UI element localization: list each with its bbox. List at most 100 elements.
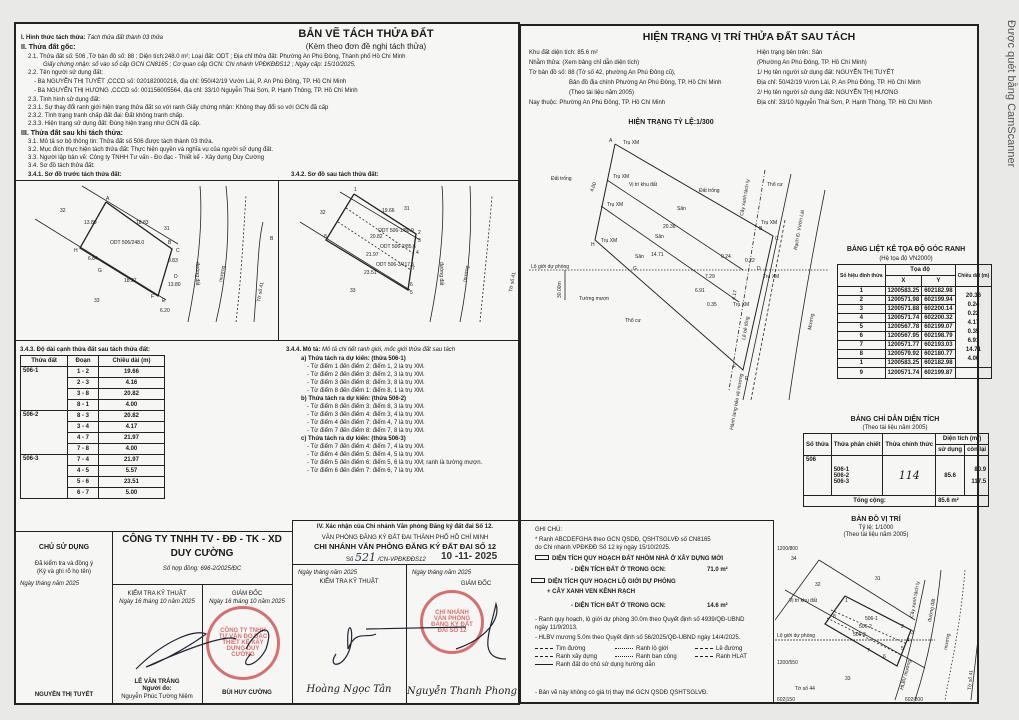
- legend-1-text: DIỆN TÍCH QUY HOẠCH ĐẤT NHÓM NHÀ Ở XÂY D…: [552, 556, 723, 562]
- segment-cell: 8 - 3: [67, 410, 99, 422]
- line-legend-label: Lề đường: [716, 646, 743, 652]
- svg-text:Thổ cư: Thổ cư: [625, 317, 642, 324]
- point-cell: 1: [837, 286, 886, 296]
- svg-text:8: 8: [833, 614, 836, 620]
- line-legend-item: Ranh xây dựng: [535, 653, 611, 661]
- svg-text:23.51: 23.51: [364, 270, 377, 276]
- svg-text:7: 7: [867, 648, 870, 654]
- svg-text:Trụ XM: Trụ XM: [607, 202, 623, 208]
- number-prefix: Số: [346, 557, 354, 563]
- svg-text:34: 34: [791, 556, 797, 562]
- svg-text:19.66: 19.66: [382, 208, 395, 214]
- info-line: Địa chỉ: 33/10 Nguyễn Thái Sơn, P. Hạnh …: [757, 100, 932, 106]
- grid-label-602-150: 602|150: [777, 697, 795, 703]
- svg-text:Trụ XM: Trụ XM: [613, 174, 629, 180]
- s3-4-4-value: Mô tả chi tiết ranh giới, mốc giới thửa …: [322, 347, 456, 353]
- legend-2-sub: - DIỆN TÍCH ĐẤT Ở TRONG GCN:: [571, 603, 666, 609]
- divider: [292, 520, 518, 521]
- legend-2-value: 14.6 m²: [707, 603, 728, 609]
- legend-box: [535, 555, 549, 560]
- info-line: Bản đồ địa chính Phường An Phú Đông, TP.…: [569, 80, 722, 86]
- svg-text:Tường mượn: Tường mượn: [579, 296, 609, 302]
- y-cell: 602193.03: [921, 340, 956, 350]
- svg-text:mương: mương: [462, 265, 471, 282]
- company-signature: [135, 629, 270, 670]
- divider: [16, 340, 518, 341]
- office-tech-check-title: KIỂM TRA KỸ THUẬT: [319, 579, 379, 585]
- parcel-cell: 506-2: [19, 410, 69, 455]
- svg-text:0.22: 0.22: [745, 258, 755, 264]
- y-cell: 602199.07: [921, 322, 956, 332]
- s3-3: 3.3. Người lập bản vẽ: Công ty TNHH Tư v…: [28, 155, 265, 161]
- area-table-subtitle: (Theo tài liệu năm 2005): [862, 425, 928, 431]
- svg-text:Vị trí khu đất: Vị trí khu đất: [789, 598, 818, 604]
- x-cell: 1200571.98: [884, 295, 923, 305]
- svg-text:8: 8: [324, 234, 327, 240]
- s2-1: 2.1. Thửa đất số: 506 ,Tờ bản đồ số: 88 …: [28, 54, 406, 60]
- svg-text:C: C: [775, 236, 779, 242]
- svg-text:Lộ giới dự phòng: Lộ giới dự phòng: [777, 633, 815, 639]
- svg-text:20.82: 20.82: [370, 234, 383, 240]
- notes-title: GHI CHÚ:: [535, 527, 562, 533]
- owner-name: NGUYỄN THỊ TUYẾT: [34, 692, 94, 698]
- svg-text:Mương: Mương: [807, 313, 816, 330]
- line-legend-label: Ranh lộ giới: [636, 646, 669, 652]
- note-2b: ngày 11/9/2013.: [535, 625, 578, 631]
- remaining-area: 80.9 117.5: [964, 455, 990, 496]
- line-legend-item: Ranh ban công: [615, 653, 691, 661]
- desc-item: - Từ điểm 6 đến điểm 7: điểm 6, 7 là trụ…: [307, 468, 425, 474]
- length-cell: 4.16: [97, 377, 166, 389]
- svg-text:ODT 506-1/80.9: ODT 506-1/80.9: [378, 228, 414, 234]
- length-cell: 4.17: [97, 421, 166, 433]
- svg-text:506-2: 506-2: [859, 624, 872, 630]
- svg-text:2: 2: [418, 230, 421, 236]
- svg-text:5: 5: [410, 290, 413, 296]
- y-cell: 602182.98: [921, 358, 956, 368]
- svg-text:7: 7: [412, 266, 415, 272]
- length-value: 4.17: [967, 320, 980, 326]
- owner-block-date: Ngày tháng năm 2025: [20, 581, 80, 587]
- s3-4-4-label: 3.4.4. Mô tả:: [286, 347, 321, 353]
- svg-text:Sân: Sân: [655, 234, 664, 240]
- note-1b: do Chi nhánh VPĐKĐĐ Số 12 ký ngày 15/10/…: [535, 545, 671, 551]
- svg-text:B: B: [759, 226, 763, 232]
- col-official: Thửa chính thức: [882, 433, 937, 456]
- legend-2-text: DIỆN TÍCH QUY HOẠCH LỘ GIỚI DỰ PHÒNG: [548, 579, 676, 585]
- s3-4: 3.4. Sơ đồ tách thửa đất:: [28, 163, 95, 169]
- svg-text:F: F: [151, 294, 154, 300]
- svg-text:Đất trống: Đất trống: [699, 188, 720, 194]
- total-label: Tổng cộng:: [802, 495, 937, 507]
- segment-cell: 7 - 4: [67, 454, 99, 466]
- location-map-source: (Theo tài liệu năm 2005): [843, 532, 909, 538]
- x-cell: 1200571.74: [884, 313, 923, 323]
- line-legend-item: Tim đường: [535, 645, 611, 653]
- svg-text:0.83: 0.83: [168, 258, 178, 264]
- point-cell: 6: [837, 331, 886, 341]
- left-title: BẢN VẼ TÁCH THỬA ĐẤT: [298, 28, 434, 40]
- right-sheet: HIỆN TRẠNG VỊ TRÍ THỬA ĐẤT SAU TÁCH Khu …: [519, 24, 993, 704]
- owner-block-line2: (Ký và ghi rõ họ tên): [36, 569, 92, 575]
- svg-text:13.80: 13.80: [168, 282, 181, 288]
- svg-text:31: 31: [875, 576, 881, 582]
- parcel-number: 506: [803, 455, 832, 496]
- svg-text:Lộ giới dự phòng: Lộ giới dự phòng: [531, 264, 569, 270]
- segment-cell: 3 - 4: [67, 421, 99, 433]
- segment-cell: 4 - 7: [67, 432, 99, 444]
- section-2-heading: II. Thửa đất gốc:: [21, 44, 76, 51]
- svg-text:F: F: [733, 364, 736, 370]
- tech-check-name: LÊ VĂN TRÁNG: [134, 679, 180, 685]
- divider: [292, 520, 293, 703]
- info-line: Khu đất diện tích: 85.6 m²: [529, 50, 598, 56]
- svg-text:Trụ XM: Trụ XM: [763, 274, 779, 280]
- info-line: Địa chỉ: 50/42/19 Vườn Lài, P. An Phú Đô…: [757, 80, 921, 86]
- stamped-date: 10 -11- 2025: [441, 551, 498, 562]
- office-tech-check-name: Hoàng Ngọc Tân: [306, 684, 392, 695]
